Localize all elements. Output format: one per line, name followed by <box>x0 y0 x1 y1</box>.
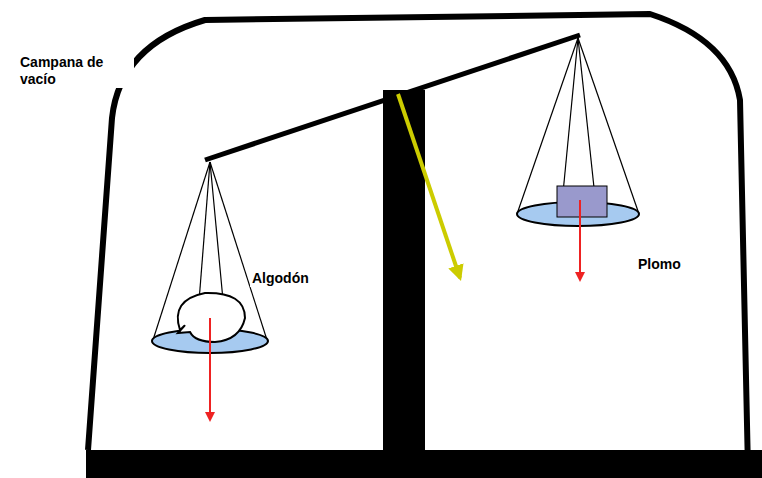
bell-jar <box>88 14 748 470</box>
right-pan-strings <box>517 38 639 225</box>
jar-label: Campana de vacío <box>18 54 134 88</box>
cotton <box>178 293 245 342</box>
weight-arrow <box>209 318 211 420</box>
balance-beam <box>205 35 580 160</box>
material-label: Algodón <box>250 270 311 287</box>
weight-arrow <box>579 200 581 280</box>
pointer-arrow <box>398 94 460 278</box>
lead-block <box>557 186 607 217</box>
balance-post <box>383 90 425 465</box>
material-label: Plomo <box>636 256 683 273</box>
